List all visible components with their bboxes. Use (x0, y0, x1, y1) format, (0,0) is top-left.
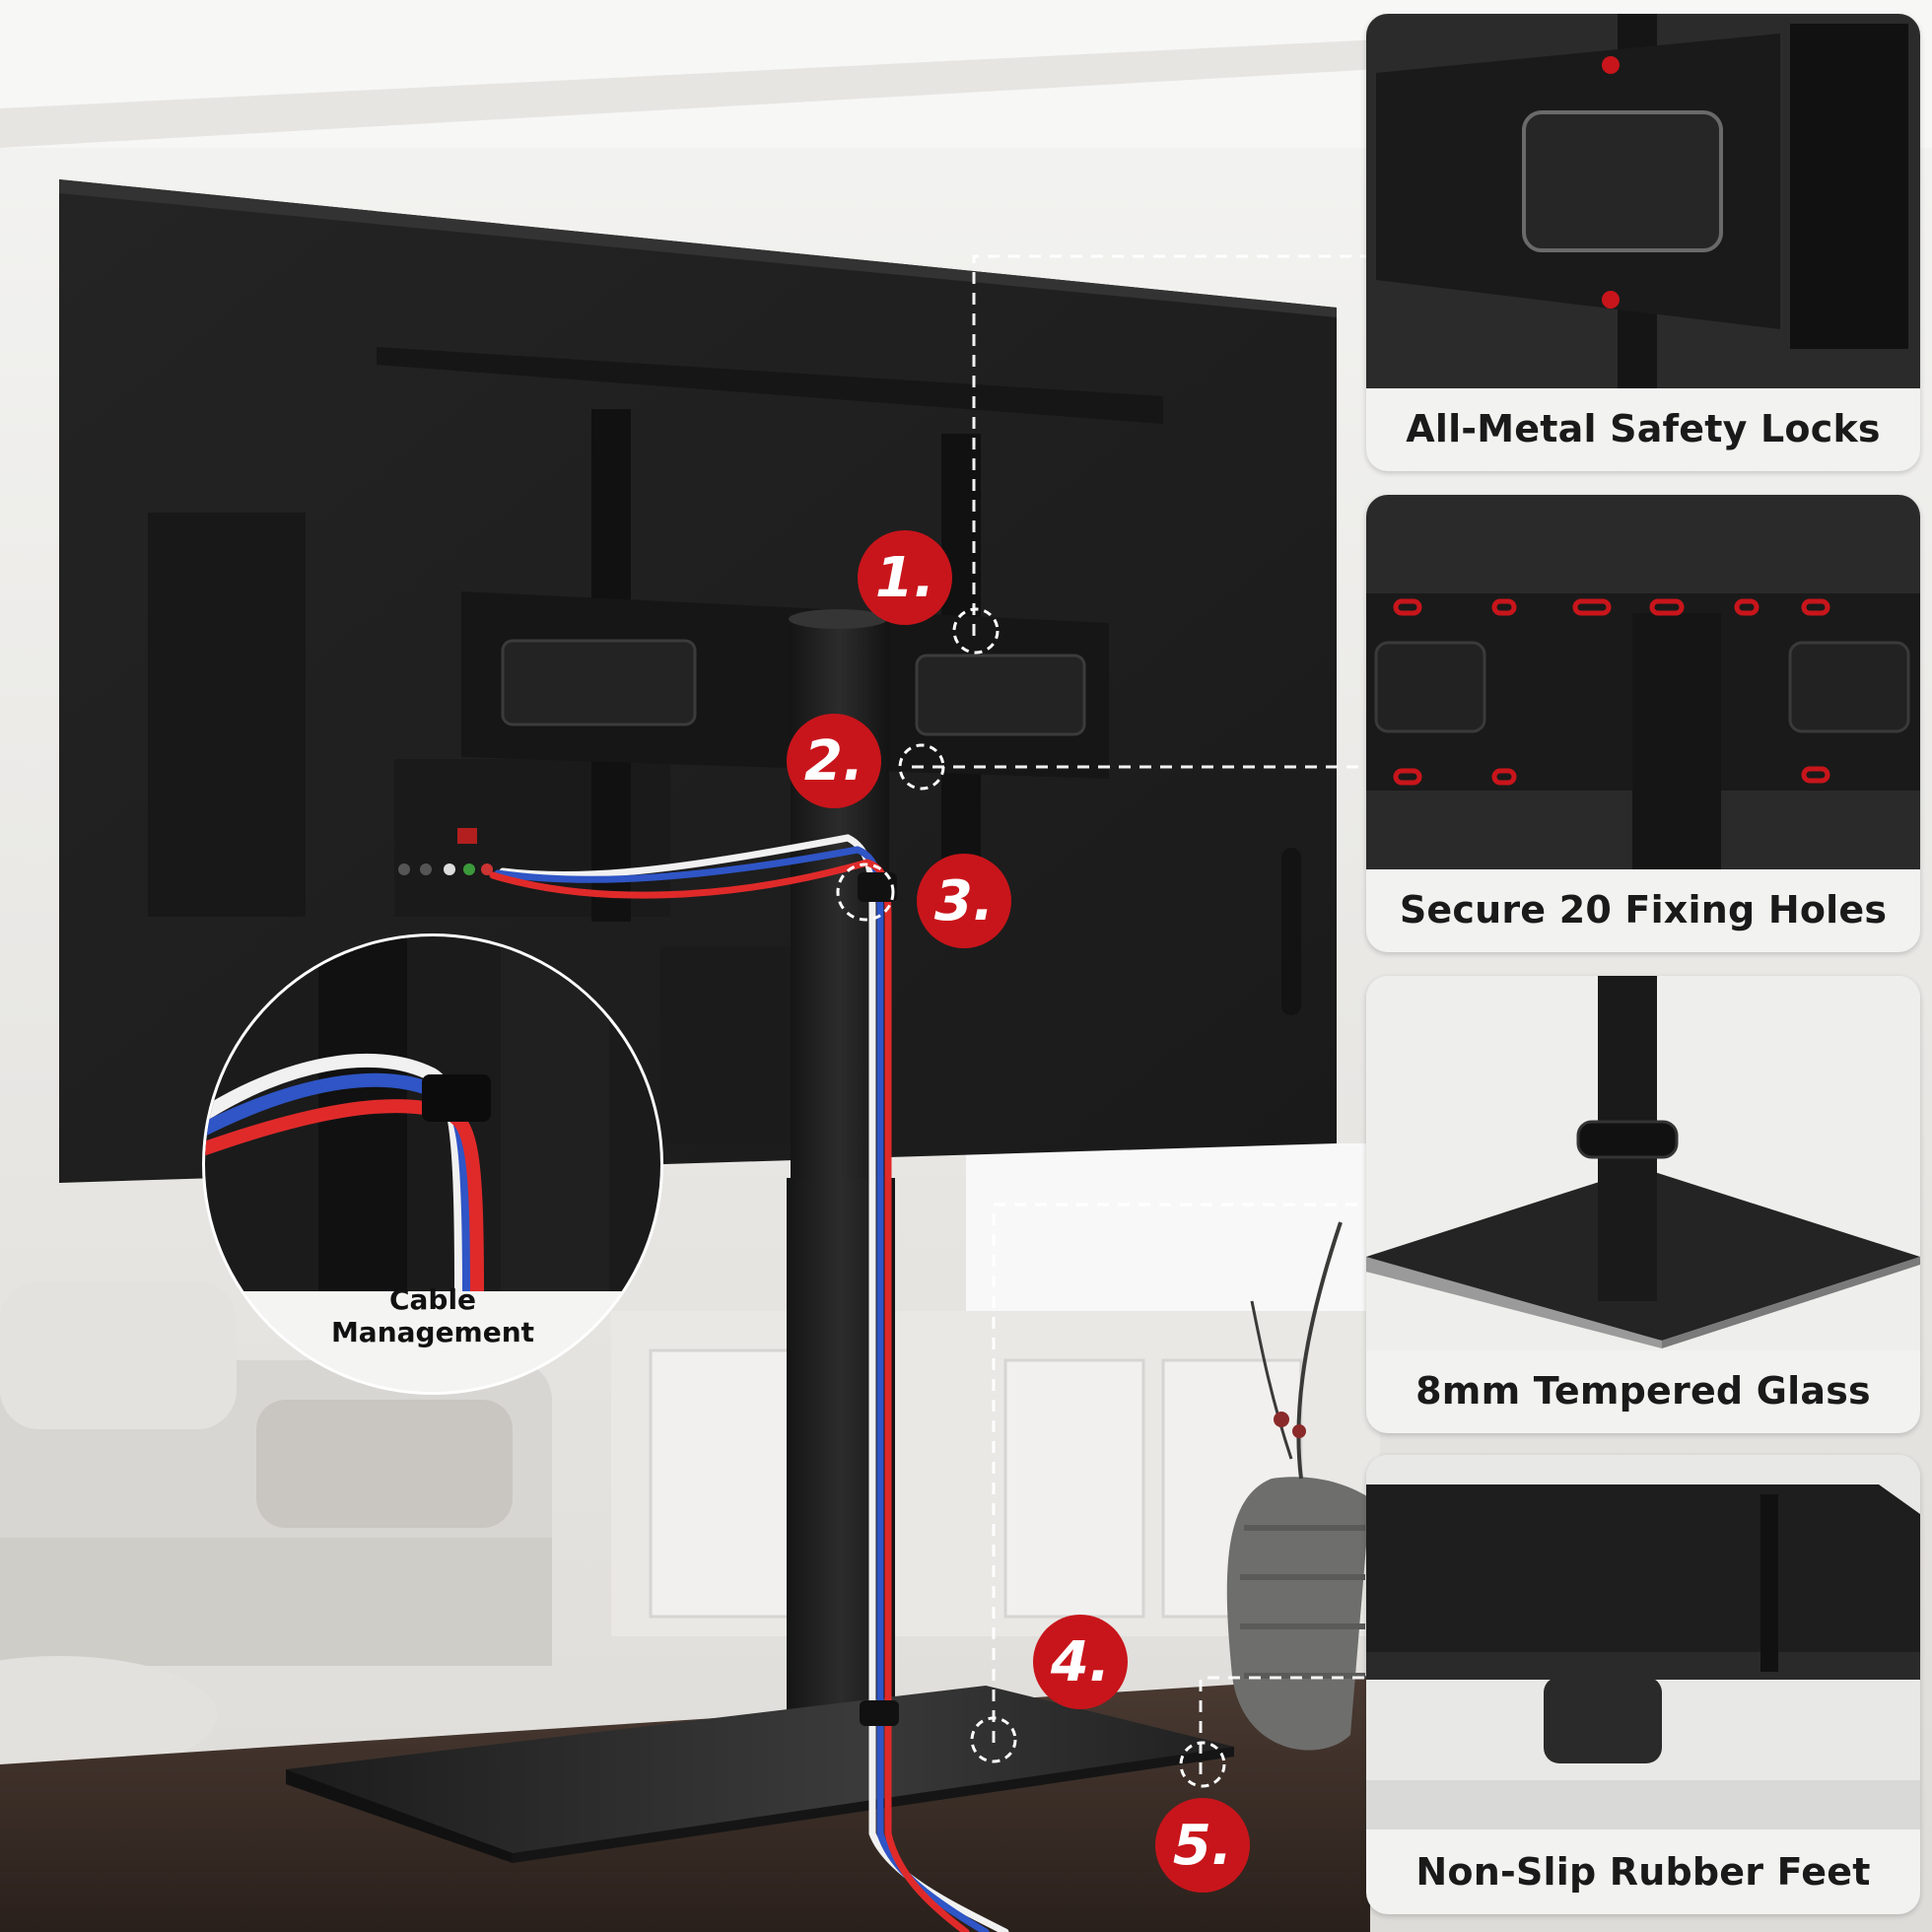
cable-caption-line2: Management (330, 1316, 535, 1348)
feature-panel-fixing-holes: Secure 20 Fixing Holes (1366, 495, 1920, 952)
cable-clip (858, 872, 897, 902)
feature-label: Secure 20 Fixing Holes (1399, 888, 1888, 932)
cable-management-caption: Cable Management (205, 1283, 660, 1348)
feature-label: Non-Slip Rubber Feet (1415, 1850, 1871, 1894)
window (966, 1143, 1380, 1311)
callout-number: 1. (874, 545, 935, 610)
feature-panel-rubber-feet: Non-Slip Rubber Feet (1366, 1455, 1920, 1914)
feature-label: All-Metal Safety Locks (1406, 407, 1881, 450)
callout-number: 5. (1172, 1813, 1233, 1878)
callout-badge-1: 1. (858, 530, 952, 625)
feature-label: 8mm Tempered Glass (1415, 1369, 1871, 1413)
callout-badge-3: 3. (917, 854, 1011, 948)
mounting-plate (461, 591, 1109, 779)
feature-panel-safety-locks: All-Metal Safety Locks (1366, 14, 1920, 471)
side-table (0, 1656, 217, 1774)
callout-badge-2: 2. (787, 714, 881, 808)
tempered-glass-base-closeup (1366, 976, 1920, 1350)
callout-number: 4. (1050, 1629, 1111, 1694)
feature-panel-tempered-glass: 8mm Tempered Glass (1366, 976, 1920, 1433)
safety-lock-closeup (1366, 14, 1920, 388)
callout-number: 2. (803, 728, 864, 794)
callout-badge-5: 5. (1155, 1798, 1250, 1893)
callout-number: 3. (933, 868, 995, 933)
cable-caption-line1: Cable (388, 1283, 477, 1316)
cable-management-inset: Cable Management (205, 936, 660, 1392)
sofa (0, 1281, 552, 1666)
fixing-holes-closeup (1366, 495, 1920, 869)
callout-badge-4: 4. (1033, 1615, 1128, 1709)
crown-molding (0, 39, 1380, 148)
cables (489, 834, 1009, 1932)
vase (1226, 1221, 1370, 1751)
rubber-feet-closeup (1366, 1455, 1920, 1829)
callout-target-circles (836, 607, 1226, 1788)
cable-clip (860, 1700, 899, 1726)
cable-clip-icon (205, 936, 660, 1392)
